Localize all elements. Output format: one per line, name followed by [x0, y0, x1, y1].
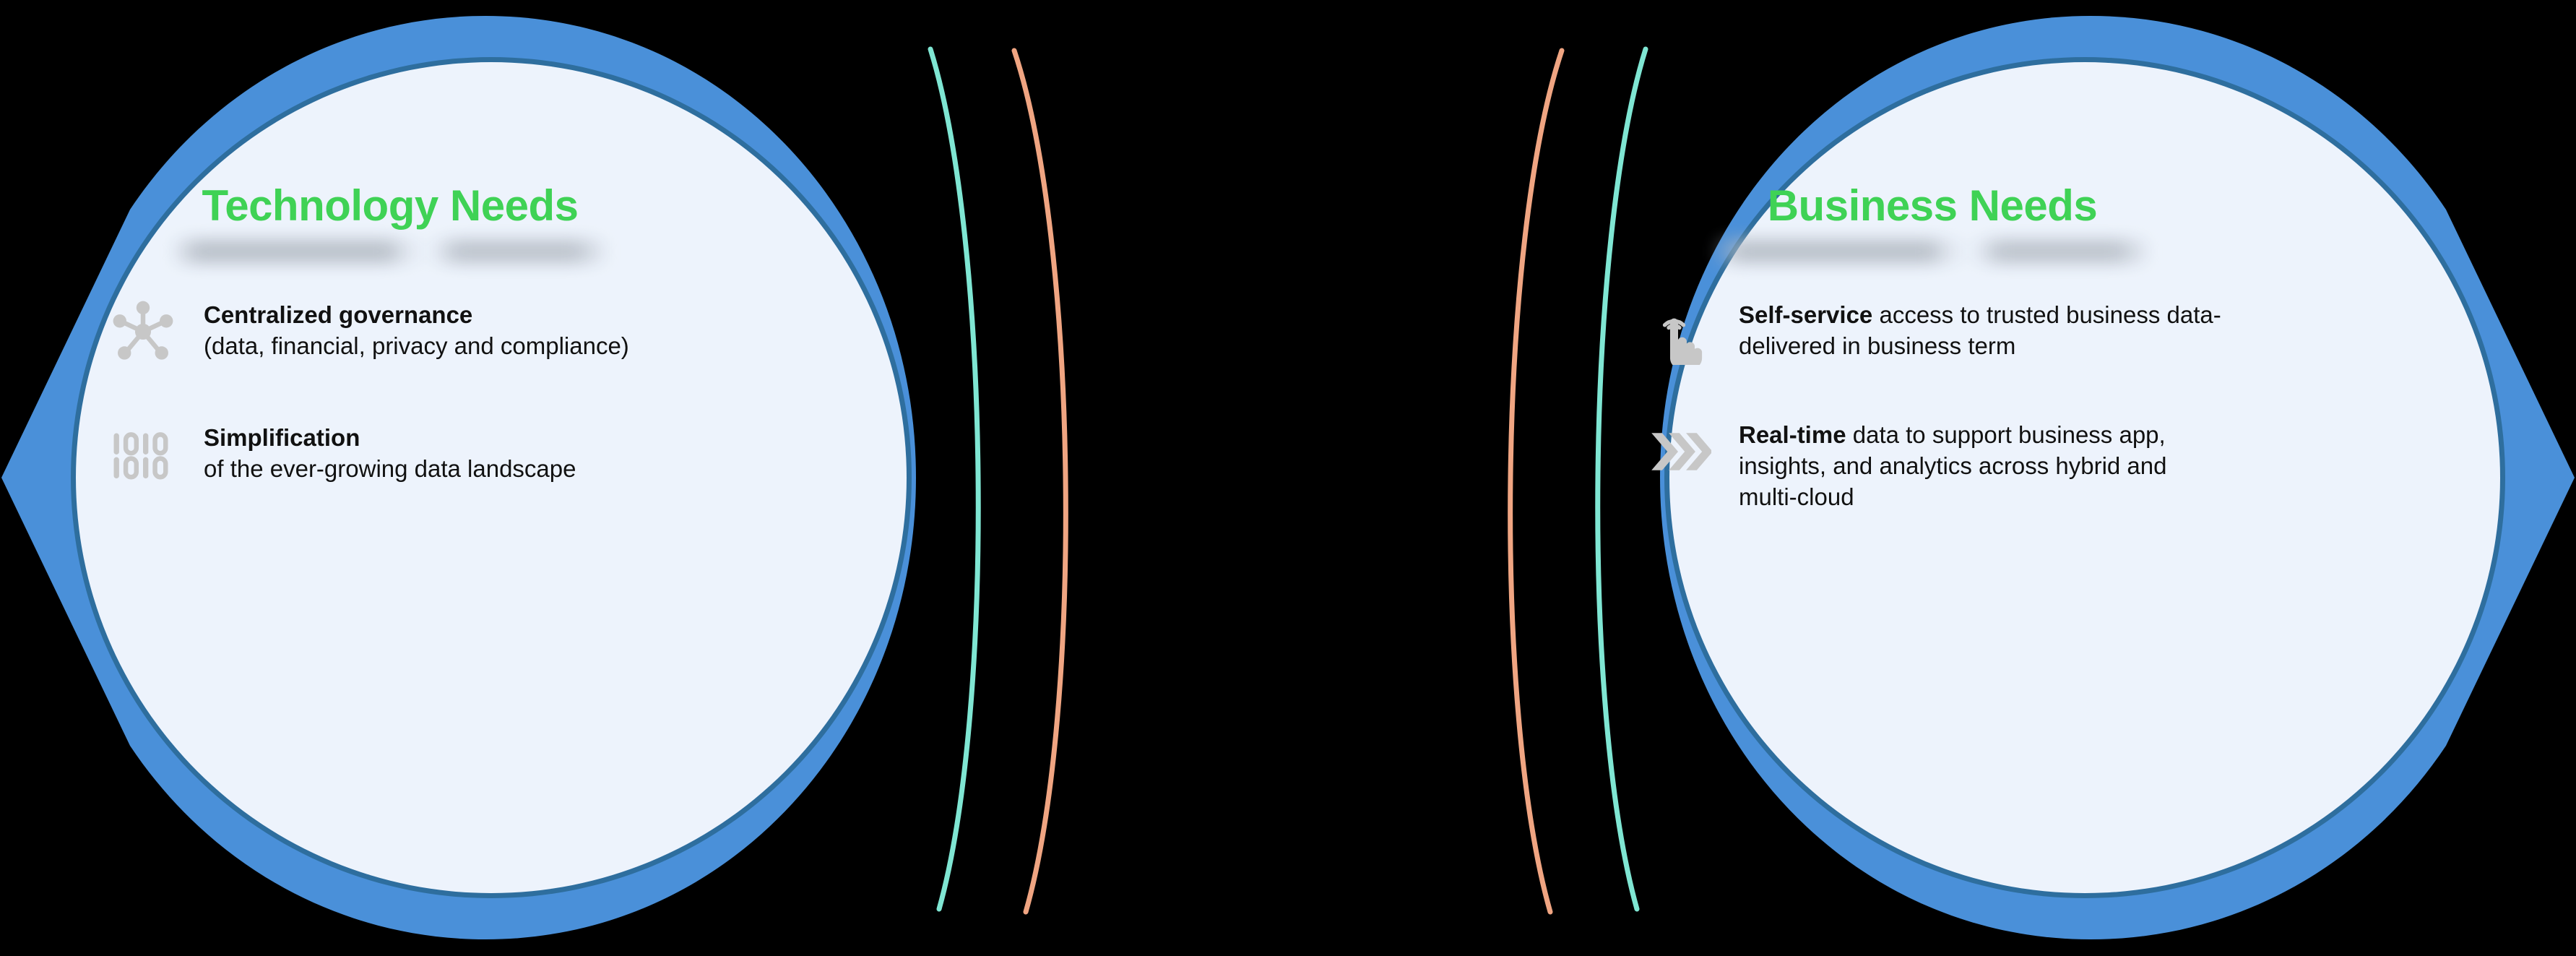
list-item-detail: of the ever-growing data landscape: [204, 455, 576, 482]
list-item-lead: Real-time: [1739, 421, 1846, 448]
list-item-text: Simplification of the ever-growing data …: [204, 420, 576, 485]
center-arc-group: [928, 46, 1648, 915]
page-title-business: Business Needs: [1767, 181, 2098, 230]
arc-salmon-left: [1011, 48, 1068, 915]
list-item-text: Real-time data to support business app, …: [1739, 417, 2221, 513]
list-item: Centralized governance (data, financial,…: [108, 297, 672, 366]
list-item: Real-time data to support business app, …: [1643, 417, 2221, 513]
list-item: Simplification of the ever-growing data …: [108, 420, 672, 489]
hub-network-icon: [108, 297, 178, 366]
arc-teal-right: [1595, 46, 1648, 912]
triple-chevron-right-icon: [1643, 417, 1713, 486]
list-item-detail: data to support business app, insights, …: [1739, 421, 2167, 510]
business-needs-panel: Business Needs Self-servi: [1643, 184, 2221, 513]
list-item-detail: access to trusted business data-delivere…: [1739, 301, 2221, 359]
page-title-technology: Technology Needs: [202, 181, 579, 230]
binary-data-icon: [108, 420, 178, 489]
technology-inner-circle: [76, 62, 907, 893]
arc-teal-left: [928, 46, 981, 912]
technology-bullet-list: Centralized governance (data, financial,…: [108, 297, 672, 489]
list-item: Self-service access to trusted business …: [1643, 297, 2221, 366]
tap-gesture-icon: [1643, 297, 1713, 366]
business-inner-circle: [1669, 62, 2500, 893]
redacted-subtitle-technology: [170, 239, 610, 264]
redacted-subtitle-business: [1712, 239, 2153, 264]
business-bullet-list: Self-service access to trusted business …: [1643, 297, 2221, 513]
list-item-lead: Simplification: [204, 424, 360, 451]
list-item-lead: Centralized governance: [204, 301, 473, 328]
list-item-text: Self-service access to trusted business …: [1739, 297, 2221, 362]
technology-needs-panel: Technology Needs: [108, 184, 672, 489]
list-item-text: Centralized governance (data, financial,…: [204, 297, 629, 362]
list-item-detail: (data, financial, privacy and compliance…: [204, 332, 629, 359]
arc-salmon-right: [1508, 48, 1565, 915]
list-item-lead: Self-service: [1739, 301, 1873, 328]
